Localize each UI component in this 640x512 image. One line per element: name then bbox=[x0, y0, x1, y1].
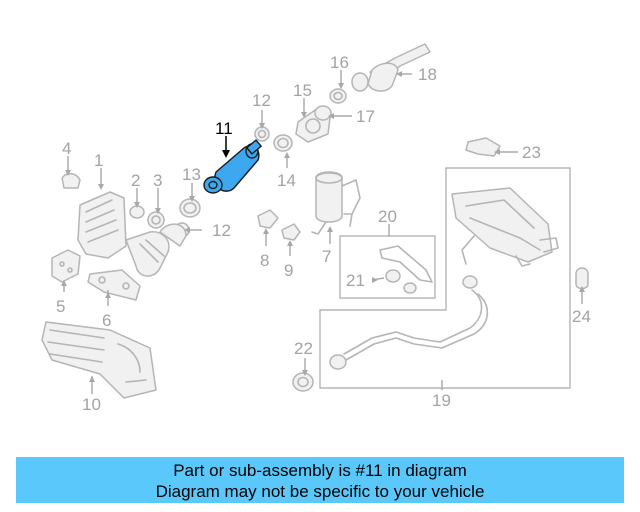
part-1-catalyst-assembly bbox=[77, 168, 187, 277]
leader-arrowheads bbox=[61, 71, 585, 382]
callout-8: 8 bbox=[260, 251, 269, 270]
banner-line-1: Part or sub-assembly is #11 in diagram bbox=[173, 461, 467, 480]
callout-4: 4 bbox=[62, 139, 71, 158]
part-20-hanger-kit bbox=[339, 224, 436, 299]
part-19-rear-assembly bbox=[319, 167, 571, 390]
callout-23: 23 bbox=[522, 143, 541, 162]
callout-15: 15 bbox=[293, 81, 312, 100]
part-24-hanger bbox=[575, 267, 589, 304]
part-22-clamp bbox=[292, 358, 314, 392]
part-23-bracket bbox=[465, 137, 518, 157]
part-7-sensor-unit bbox=[311, 171, 361, 244]
exhaust-parts-diagram: 1 2 3 4 5 6 7 8 9 10 11 12 12 13 14 15 1… bbox=[41, 43, 591, 414]
part-16-gasket bbox=[329, 70, 347, 104]
callout-22: 22 bbox=[294, 339, 313, 358]
part-3-clamp bbox=[147, 188, 165, 229]
part-12-upper-gasket bbox=[254, 110, 270, 142]
callout-12-lower: 12 bbox=[212, 221, 231, 240]
callout-7: 7 bbox=[322, 247, 331, 266]
part-6-gasket bbox=[87, 269, 141, 306]
callout-12-upper: 12 bbox=[252, 91, 271, 110]
callout-5: 5 bbox=[56, 297, 65, 316]
callout-10: 10 bbox=[82, 395, 101, 414]
callout-16: 16 bbox=[330, 53, 349, 72]
callout-13: 13 bbox=[182, 165, 201, 184]
part-11-highlighted-filter bbox=[203, 136, 262, 194]
callout-19: 19 bbox=[432, 391, 451, 410]
part-5-bracket bbox=[51, 249, 81, 292]
callout-14: 14 bbox=[277, 171, 296, 190]
part-8-sensor bbox=[257, 209, 279, 246]
callout-20: 20 bbox=[378, 207, 397, 226]
callout-3: 3 bbox=[153, 171, 162, 190]
part-13-clamp bbox=[179, 183, 201, 218]
banner-line-2: Diagram may not be specific to your vehi… bbox=[155, 482, 485, 501]
callout-24: 24 bbox=[572, 307, 591, 326]
callout-9: 9 bbox=[284, 261, 293, 280]
part-info-banner: Part or sub-assembly is #11 in diagram D… bbox=[16, 457, 624, 503]
callout-1: 1 bbox=[94, 151, 103, 170]
part-10-cooler bbox=[41, 321, 157, 399]
part-9-sensor bbox=[281, 223, 301, 256]
part-18-front-pipe bbox=[351, 43, 431, 92]
callout-21: 21 bbox=[346, 271, 365, 290]
part-17-gasket bbox=[314, 105, 352, 121]
callout-2: 2 bbox=[131, 171, 140, 190]
callout-17: 17 bbox=[356, 107, 375, 126]
part-4-bracket bbox=[61, 156, 81, 189]
part-14-clamp bbox=[273, 134, 293, 168]
callout-6: 6 bbox=[102, 311, 111, 330]
callout-11-highlighted: 11 bbox=[215, 119, 233, 138]
callout-18: 18 bbox=[418, 65, 437, 84]
